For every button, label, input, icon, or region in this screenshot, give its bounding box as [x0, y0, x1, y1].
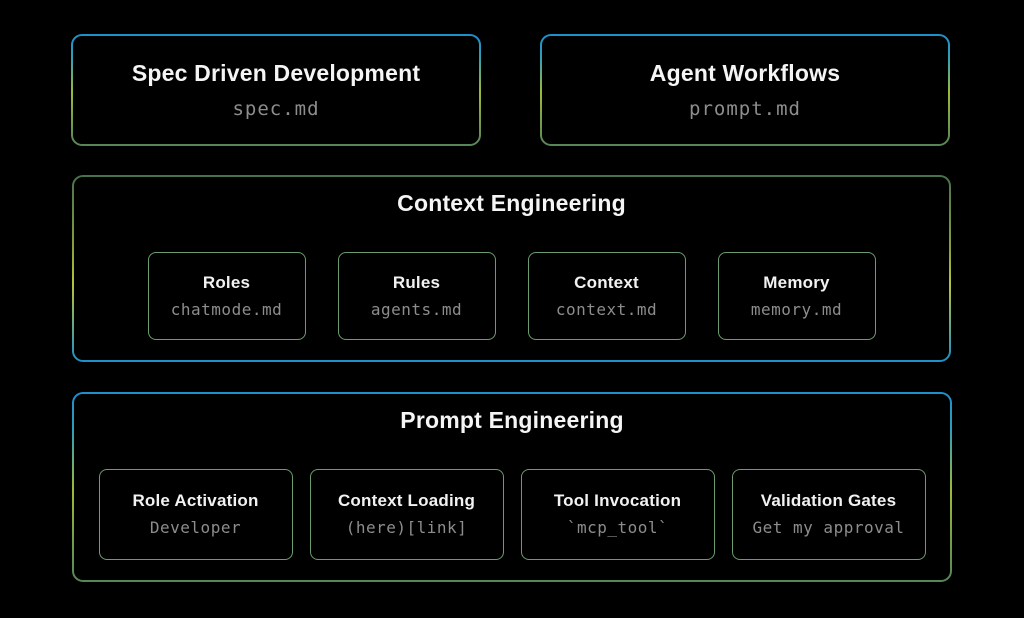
card-context-loading-code: (here)[link] [345, 518, 468, 538]
section-context-engineering-body: Context Engineering Roles chatmode.md Ru… [74, 177, 949, 360]
card-memory-code: memory.md [750, 299, 843, 319]
card-role-activation: Role Activation Developer [98, 468, 293, 560]
card-validation-gates: Validation Gates Get my approval [731, 468, 926, 560]
card-rules-code: agents.md [370, 299, 463, 319]
card-agent-workflows-title: Agent Workflows [649, 59, 841, 86]
card-memory: Memory memory.md [717, 251, 876, 340]
card-rules-title: Rules [392, 272, 441, 292]
card-context: Context context.md [527, 251, 686, 340]
card-agent-workflows: Agent Workflows prompt.md [540, 34, 950, 146]
card-role-activation-title: Role Activation [132, 491, 259, 511]
card-rules: Rules agents.md [337, 251, 496, 340]
context-engineering-row: Roles chatmode.md Rules agents.md Contex… [147, 251, 876, 340]
card-context-code: context.md [555, 299, 658, 319]
card-roles: Roles chatmode.md [147, 251, 306, 340]
card-context-loading: Context Loading (here)[link] [309, 468, 504, 560]
card-tool-invocation-code: `mcp_tool` [566, 518, 669, 538]
card-roles-title: Roles [202, 272, 251, 292]
card-tool-invocation-title: Tool Invocation [553, 491, 682, 511]
section-context-engineering: Context Engineering Roles chatmode.md Ru… [72, 175, 951, 362]
section-context-engineering-title: Context Engineering [397, 190, 626, 216]
card-spec-driven-development: Spec Driven Development spec.md [71, 34, 481, 146]
card-spec-driven-development-body: Spec Driven Development spec.md [73, 36, 479, 144]
card-agent-workflows-code: prompt.md [689, 97, 801, 120]
prompt-engineering-row: Role Activation Developer Context Loadin… [98, 468, 926, 560]
card-context-loading-title: Context Loading [337, 491, 476, 511]
card-roles-code: chatmode.md [170, 299, 283, 319]
section-prompt-engineering: Prompt Engineering Role Activation Devel… [72, 392, 952, 582]
card-validation-gates-code: Get my approval [752, 518, 905, 538]
card-spec-driven-development-title: Spec Driven Development [131, 59, 421, 86]
section-prompt-engineering-body: Prompt Engineering Role Activation Devel… [74, 394, 950, 580]
card-role-activation-code: Developer [149, 518, 242, 538]
card-agent-workflows-body: Agent Workflows prompt.md [542, 36, 948, 144]
card-tool-invocation: Tool Invocation `mcp_tool` [520, 468, 715, 560]
card-memory-title: Memory [763, 272, 830, 292]
top-row: Spec Driven Development spec.md Agent Wo… [71, 34, 950, 146]
card-validation-gates-title: Validation Gates [760, 491, 897, 511]
section-prompt-engineering-title: Prompt Engineering [400, 407, 624, 433]
card-context-title: Context [574, 272, 639, 292]
card-spec-driven-development-code: spec.md [232, 97, 320, 120]
